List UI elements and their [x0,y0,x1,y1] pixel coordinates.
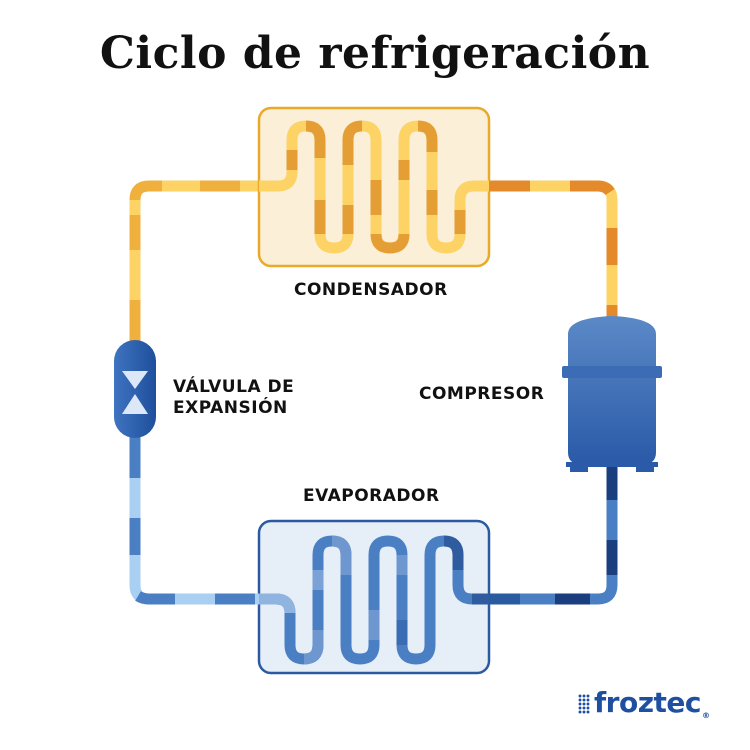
evaporator-label: EVAPORADOR [303,486,440,506]
logo-dots-icon [578,694,590,714]
condenser-coil [259,120,489,254]
logo-text: froztec [594,686,702,719]
compressor-label: COMPRESOR [419,384,545,404]
evaporator-coil [259,535,489,665]
expansion-valve-icon [114,340,156,438]
compressor-icon [562,316,662,472]
hot-pipe-right [489,180,618,320]
brand-logo: froztec® [578,686,710,720]
expansion-valve-label-line2: EXPANSIÓN [173,398,288,418]
hot-pipe-left [129,180,265,345]
registered-mark: ® [702,711,710,720]
diagram-title: Ciclo de refrigeración [99,28,651,79]
condenser-label: CONDENSADOR [294,280,448,300]
cold-pipe-right [489,465,618,605]
expansion-valve-label-line1: VÁLVULA DE [173,377,295,397]
cold-pipe-left [129,435,259,605]
